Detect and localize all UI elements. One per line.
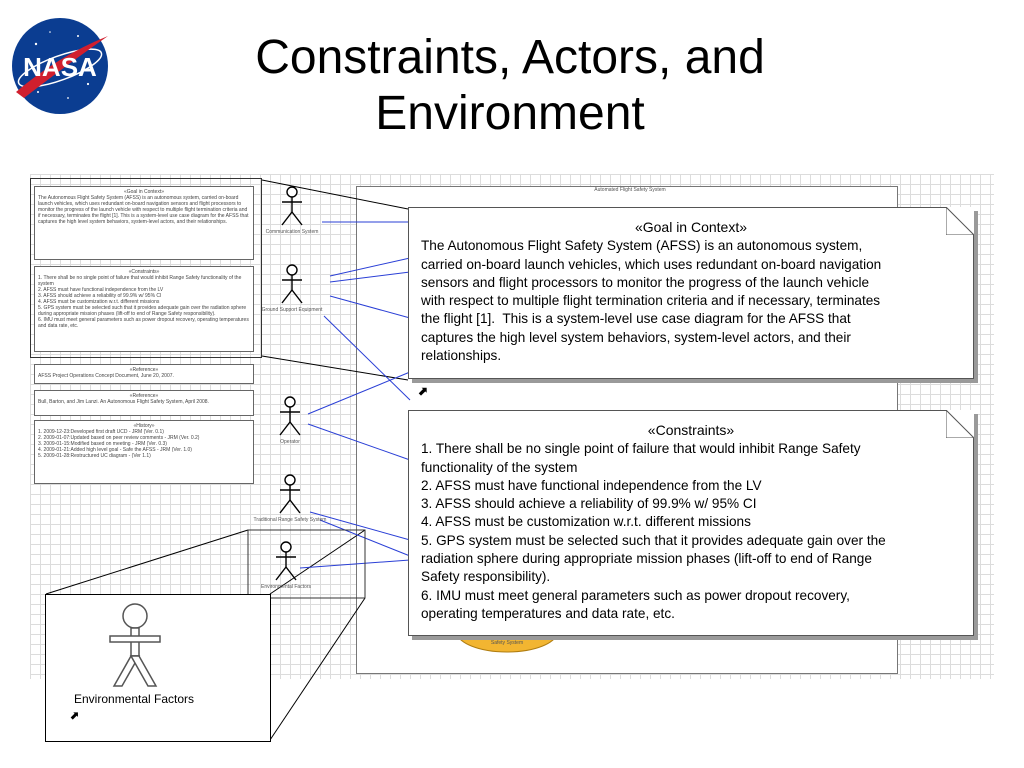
small-constraint-line: 5. GPS system must be selected such that…	[38, 305, 247, 317]
association-line	[329, 271, 411, 283]
small-goal-stereotype: «Goal in Context»	[123, 189, 165, 195]
constraint-line: functionality of the system	[421, 459, 578, 475]
history-line: 3. 2009-01-15:Modified based on meeting …	[38, 441, 167, 447]
actor-icon-operator	[279, 396, 301, 436]
zoom-guide-line	[261, 179, 409, 210]
small-goal-text: The Autonomous Flight Safety System (AFS…	[38, 195, 249, 225]
history-line: 5. 2009-01-28:Restructured UC diagram - …	[38, 453, 151, 459]
reference-2-text: Bull, Barton, and Jim Lanzi. An Autonomo…	[38, 399, 209, 405]
goal-line: sensors and flight processors to monitor…	[421, 274, 870, 290]
zoom-guide-line	[269, 597, 366, 741]
constraints-note: «Constraints» 1. There shall be no singl…	[408, 410, 974, 636]
reference-note-1: «Reference» AFSS Project Operations Conc…	[34, 364, 254, 384]
constraint-line: radiation sphere during appropriate miss…	[421, 551, 872, 567]
notes-frame	[30, 178, 262, 358]
system-boundary-label: Automated Flight Safety System	[594, 187, 666, 193]
zoom-guide-line	[45, 529, 249, 595]
zoom-actor-label: Environmental Factors	[74, 692, 195, 706]
zoom-actor-icon	[109, 603, 161, 687]
constraints-stereotype: «Constraints»	[647, 422, 735, 438]
small-constraints-stereotype: «Constraints»	[128, 269, 160, 275]
actor-label: Traditional Range Safety System	[253, 517, 327, 523]
actor-label: Communication System	[265, 229, 319, 235]
small-constraint-line: 1. There shall be no single point of fai…	[38, 275, 242, 287]
reference-2-stereotype: «Reference»	[129, 393, 159, 399]
history-line: 4. 2009-01-21:Added high level goal - Sa…	[38, 447, 192, 453]
zoom-guide-line	[269, 529, 366, 595]
nasa-logo-icon: NASA	[12, 18, 108, 114]
use-case-label: Safety System	[490, 640, 524, 646]
goal-line: captures the high level system behaviors…	[421, 329, 851, 345]
goal-line: relationships.	[421, 348, 502, 364]
actor-label: Environmental Factors	[260, 584, 312, 590]
note-dogear-icon	[946, 410, 974, 438]
constraint-line: 4. AFSS must be customization w.r.t. dif…	[421, 514, 751, 530]
history-line: 1. 2009-12-23:Developed first draft UCD …	[38, 429, 164, 435]
link-arrow-icon: ⬈	[70, 710, 80, 722]
association-line	[309, 511, 411, 541]
actor-label: Operator	[280, 439, 300, 445]
small-constraint-line: 3. AFSS should achieve a reliability of …	[38, 293, 162, 299]
constraint-line: 2. AFSS must have functional independenc…	[421, 477, 762, 493]
goal-line: with respect to multiple flight terminat…	[421, 293, 881, 309]
zoom-guide-line	[261, 355, 409, 381]
history-line: 2. 2009-01-07:Updated based on peer revi…	[38, 435, 200, 441]
small-constraint-line: 2. AFSS must have functional independenc…	[38, 287, 164, 293]
small-constraint-line: 6. IMU must meet general parameters such…	[38, 317, 249, 329]
goal-line: the flight [1]. This is a system-level u…	[421, 311, 851, 327]
actor-icon-communication	[281, 186, 303, 226]
constraint-line: 6. IMU must meet general parameters such…	[421, 587, 850, 603]
association-line	[299, 559, 411, 569]
association-line	[329, 295, 411, 319]
association-line	[307, 423, 411, 461]
actor-highlight-box	[247, 529, 366, 599]
constraint-line: 3. AFSS should achieve a reliability of …	[421, 496, 757, 512]
actor-icon-traditional-range	[279, 474, 301, 514]
nasa-logo-text: NASA	[23, 52, 97, 82]
small-constraints-note: «Constraints» 1. There shall be no singl…	[34, 266, 254, 352]
page-title: Constraints, Actors, and Environment	[255, 31, 765, 140]
constraint-line: 5. GPS system must be selected such that…	[421, 532, 886, 548]
constraint-line: Safety responsibility).	[421, 569, 551, 585]
association-line	[307, 371, 411, 415]
link-arrow-icon: ⬈	[418, 384, 429, 398]
actor-icon-ground-support	[281, 264, 303, 304]
goal-stereotype: «Goal in Context»	[634, 219, 748, 235]
history-stereotype: «History»	[133, 423, 155, 429]
note-dogear-icon	[946, 207, 974, 235]
reference-1-stereotype: «Reference»	[129, 367, 159, 373]
actor-label: Ground Support Equipment	[261, 307, 323, 313]
reference-1-text: AFSS Project Operations Concept Document…	[38, 373, 174, 379]
small-goal-note: «Goal in Context» The Autonomous Flight …	[34, 186, 254, 260]
constraint-line: 1. There shall be no single point of fai…	[421, 441, 861, 457]
small-constraint-line: 4. AFSS must be customization w.r.t. dif…	[38, 299, 160, 305]
reference-note-2: «Reference» Bull, Barton, and Jim Lanzi.…	[34, 390, 254, 416]
goal-in-context-note: «Goal in Context» The Autonomous Flight …	[408, 207, 974, 379]
goal-line: carried on-board launch vehicles, which …	[421, 256, 882, 272]
goal-line: The Autonomous Flight Safety System (AFS…	[421, 238, 863, 254]
association-line	[323, 315, 411, 401]
actor-icon-environmental	[275, 541, 297, 581]
constraint-line: operating temperatures and data rate, et…	[421, 605, 675, 621]
association-line	[329, 257, 411, 277]
history-note: «History» 1. 2009-12-23:Developed first …	[34, 420, 254, 484]
zoom-actor-panel	[45, 594, 271, 742]
